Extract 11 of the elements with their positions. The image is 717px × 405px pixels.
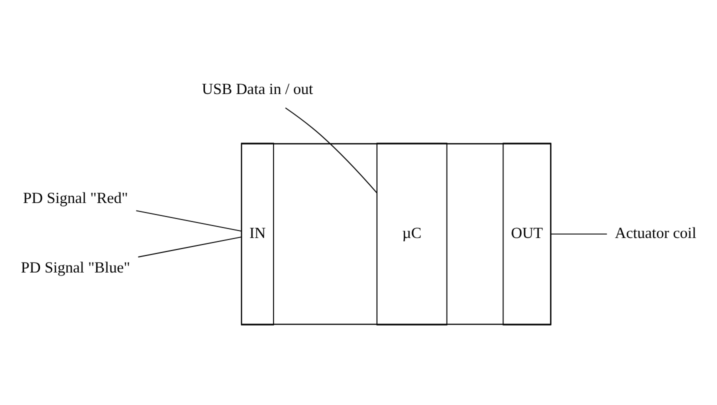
connector xyxy=(136,210,242,232)
node-box: OUT xyxy=(502,142,552,326)
node-text: PD Signal "Red" xyxy=(23,190,128,207)
node-box: µC xyxy=(376,142,448,326)
connector xyxy=(284,107,378,194)
node-text: Actuator coil xyxy=(614,224,696,242)
connector xyxy=(550,234,608,235)
node-text: PD Signal "Blue" xyxy=(20,260,130,277)
node-box: IN xyxy=(241,142,274,326)
node-text: USB Data in / out xyxy=(202,81,314,98)
connector xyxy=(138,236,242,258)
